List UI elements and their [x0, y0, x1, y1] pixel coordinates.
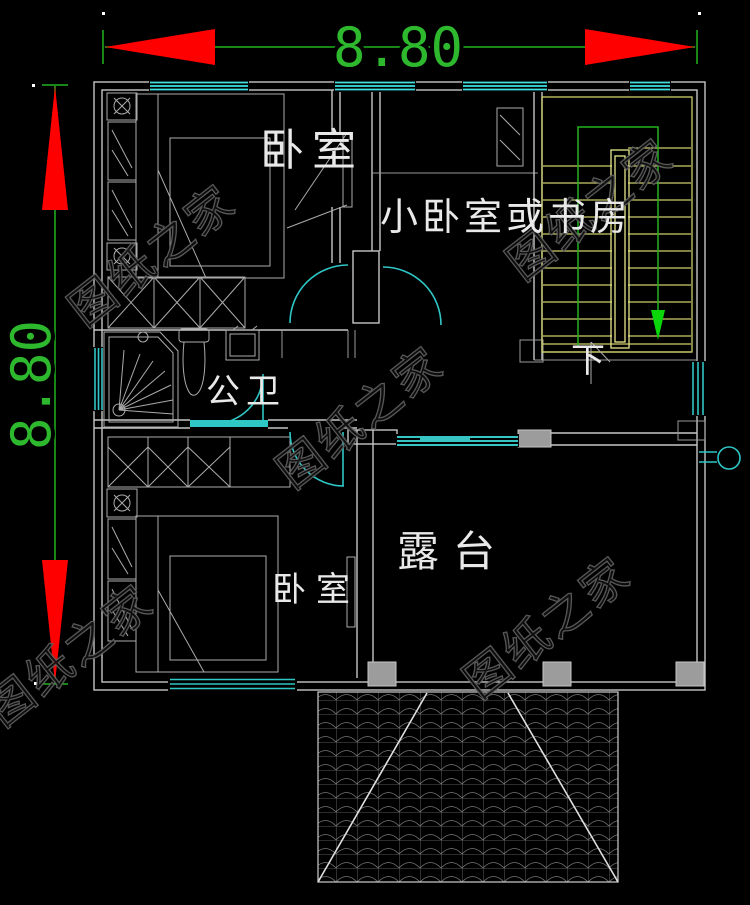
window-bottom-bedroom [168, 677, 297, 691]
window-top-4 [629, 80, 671, 92]
dimension-arrow-left [105, 29, 215, 65]
door-threshold [190, 420, 268, 427]
room-label-study: 小卧室或书房 [380, 195, 632, 239]
roof-hip-lines [317, 692, 619, 883]
rain-pipe-symbol [699, 446, 741, 470]
bedside-cabinet [107, 121, 137, 181]
ceiling-lamp-symbol [106, 488, 138, 518]
door-arc [289, 431, 345, 487]
staircase [541, 96, 693, 384]
windows [93, 80, 706, 691]
window-right-hall [691, 361, 706, 416]
window-left-bathroom [93, 347, 104, 411]
door-leaf [286, 132, 353, 229]
room-labels: 卧室 小卧室或书房 公卫 露台 卧室 下 [206, 125, 632, 610]
watermark: 图纸之家 [58, 174, 246, 337]
stair-direction-arrow [651, 310, 665, 340]
window-top-3 [462, 80, 548, 92]
dimension-arrow-right [585, 29, 695, 65]
bedside-cabinet [107, 181, 137, 241]
dimension-left: 8.80 [0, 84, 68, 685]
dimension-arrow-down [42, 560, 68, 683]
wardrobe [107, 436, 291, 488]
stair-entry-door-swing [590, 341, 611, 384]
door-arc [212, 373, 264, 425]
terrace-sliding-door [396, 434, 519, 447]
bedroom-door [289, 431, 345, 487]
ceiling-lamp-symbol [106, 92, 138, 121]
floor-drain-symbol [137, 331, 149, 343]
dimension-arrow-up [42, 86, 68, 210]
door-arc [289, 264, 349, 324]
bed [135, 93, 285, 279]
shower-symbol [103, 331, 179, 428]
toilet-symbol [178, 328, 210, 396]
window-top-2 [334, 80, 416, 92]
ceiling-lamp-symbol [106, 242, 138, 271]
room-label-terrace: 露台 [397, 527, 509, 576]
stair-down-label: 下 [571, 341, 605, 381]
room-label-bedroom-top: 卧室 [260, 125, 364, 176]
window-top-1 [149, 80, 249, 92]
room-label-bedroom-bottom: 卧室 [272, 570, 360, 610]
bedroom-top-furniture [106, 92, 353, 329]
dimension-left-value: 8.80 [0, 320, 63, 450]
stair-railing [610, 149, 630, 349]
bed [135, 515, 279, 673]
watermark: 图纸之家 [0, 574, 164, 737]
bathroom-door [190, 373, 268, 427]
study-furniture [496, 107, 524, 167]
bathroom-fixtures [103, 325, 268, 428]
corridor-doors [289, 264, 442, 326]
wardrobe [107, 276, 246, 329]
watermark: 图纸之家 [266, 336, 454, 499]
cabinet [496, 107, 524, 167]
dimension-top: 8.80 [102, 12, 701, 83]
sink-symbol [225, 325, 260, 361]
tv-panel [346, 556, 356, 628]
door-arc [382, 266, 442, 326]
bedroom-bottom-furniture [106, 431, 356, 673]
roof [317, 691, 619, 883]
room-label-bathroom: 公卫 [206, 372, 286, 412]
bedside-cabinet [107, 518, 137, 580]
dimension-top-value: 8.80 [333, 16, 463, 79]
roof-tiles [317, 691, 619, 883]
stair-direction-line [577, 126, 659, 348]
